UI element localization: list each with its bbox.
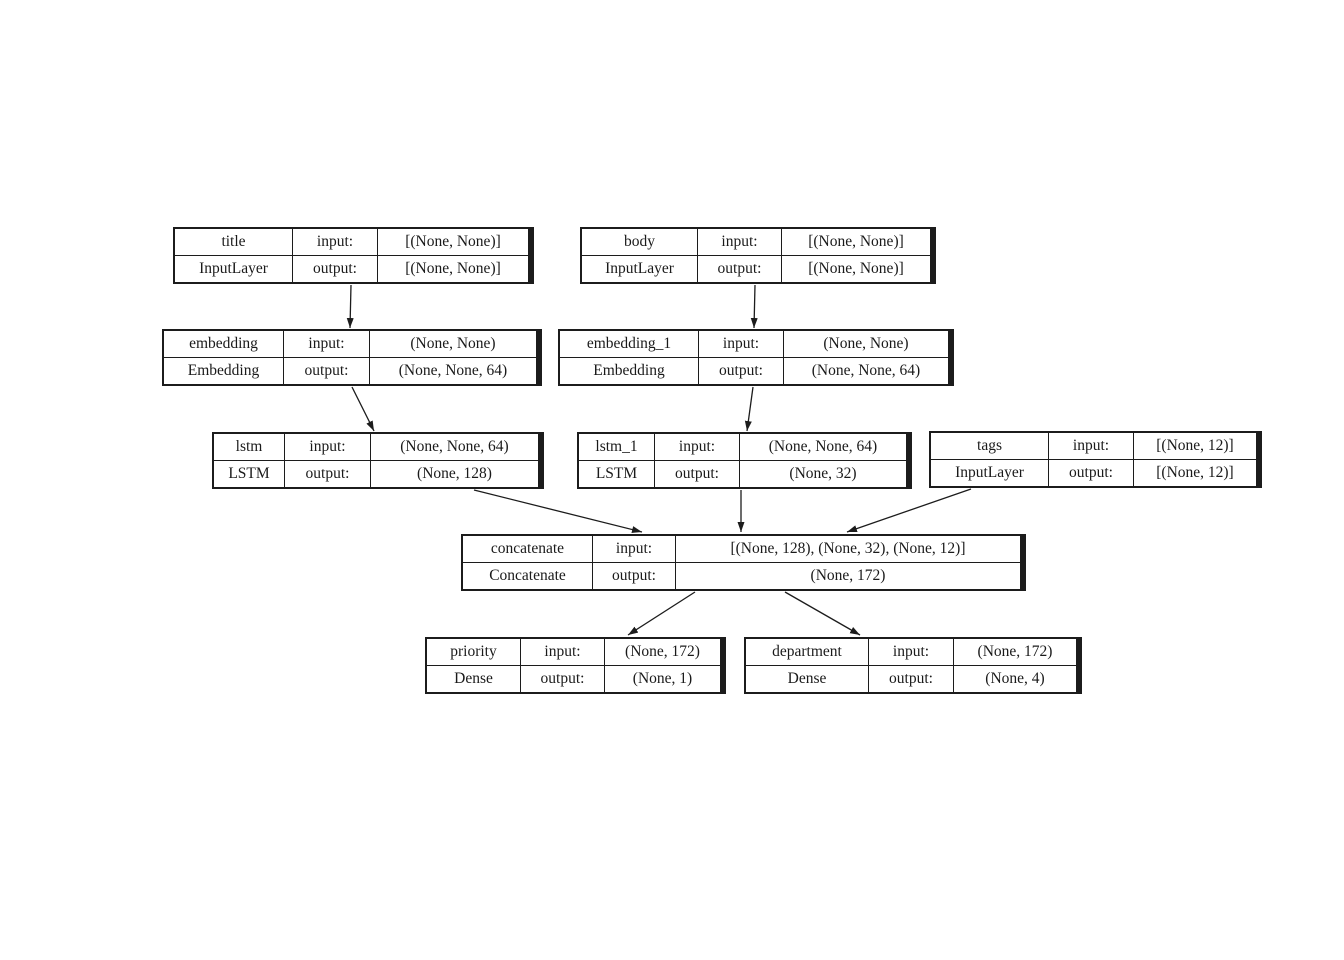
input-shape: (None, 172) [605, 639, 720, 665]
node-department: department input: (None, 172) Dense outp… [744, 637, 1082, 694]
output-label: output: [593, 563, 675, 589]
input-label: input: [1049, 433, 1133, 459]
input-shape: [(None, None)] [782, 229, 930, 255]
output-label: output: [1049, 460, 1133, 486]
output-shape: (None, None, 64) [370, 358, 536, 384]
output-shape: [(None, 12)] [1134, 460, 1256, 486]
layer-name: body [582, 229, 697, 255]
output-label: output: [293, 256, 377, 282]
node-lstm-1: lstm_1 input: (None, None, 64) LSTM outp… [577, 432, 912, 489]
layer-type: Dense [746, 666, 868, 692]
edge-tags-concatenate [846, 488, 972, 533]
output-shape: (None, 172) [676, 563, 1020, 589]
input-label: input: [284, 331, 369, 357]
layer-name: embedding_1 [560, 331, 698, 357]
layer-name: embedding [164, 331, 283, 357]
output-label: output: [284, 358, 369, 384]
layer-name: department [746, 639, 868, 665]
input-shape: [(None, 12)] [1134, 433, 1256, 459]
input-label: input: [521, 639, 604, 665]
layer-name: priority [427, 639, 520, 665]
input-label: input: [869, 639, 953, 665]
output-shape: (None, 128) [371, 461, 538, 487]
output-label: output: [699, 358, 783, 384]
node-embedding: embedding input: (None, None) Embedding … [162, 329, 542, 386]
node-priority: priority input: (None, 172) Dense output… [425, 637, 726, 694]
input-shape: (None, None, 64) [740, 434, 906, 460]
layer-type: InputLayer [582, 256, 697, 282]
layer-type: Dense [427, 666, 520, 692]
node-concatenate: concatenate input: [(None, 128), (None, … [461, 534, 1026, 591]
input-label: input: [699, 331, 783, 357]
layer-name: lstm_1 [579, 434, 654, 460]
edge-lstm-concatenate [473, 489, 643, 533]
node-lstm: lstm input: (None, None, 64) LSTM output… [212, 432, 544, 489]
layer-type: Embedding [164, 358, 283, 384]
layer-name: title [175, 229, 292, 255]
edge-body-embedding_1 [750, 284, 758, 329]
layer-name: concatenate [463, 536, 592, 562]
input-shape: (None, None, 64) [371, 434, 538, 460]
layer-type: LSTM [214, 461, 284, 487]
layer-name: tags [931, 433, 1048, 459]
output-label: output: [655, 461, 739, 487]
output-shape: [(None, None)] [378, 256, 528, 282]
layer-type: Embedding [560, 358, 698, 384]
input-label: input: [593, 536, 675, 562]
layer-type: InputLayer [931, 460, 1048, 486]
input-shape: (None, None) [370, 331, 536, 357]
input-shape: (None, None) [784, 331, 948, 357]
output-label: output: [285, 461, 370, 487]
node-body: body input: [(None, None)] InputLayer ou… [580, 227, 936, 284]
edge-concatenate-priority [627, 591, 696, 636]
node-embedding-1: embedding_1 input: (None, None) Embeddin… [558, 329, 954, 386]
edge-embedding_1-lstm_1 [744, 386, 754, 432]
input-label: input: [655, 434, 739, 460]
input-shape: [(None, None)] [378, 229, 528, 255]
layer-type: Concatenate [463, 563, 592, 589]
layer-type: InputLayer [175, 256, 292, 282]
output-shape: [(None, None)] [782, 256, 930, 282]
edge-concatenate-department [784, 591, 861, 636]
output-label: output: [869, 666, 953, 692]
input-label: input: [285, 434, 370, 460]
node-title: title input: [(None, None)] InputLayer o… [173, 227, 534, 284]
output-shape: (None, 1) [605, 666, 720, 692]
input-shape: (None, 172) [954, 639, 1076, 665]
edge-title-embedding [346, 284, 354, 329]
layer-type: LSTM [579, 461, 654, 487]
edge-embedding-lstm [351, 386, 375, 432]
output-shape: (None, None, 64) [784, 358, 948, 384]
node-tags: tags input: [(None, 12)] InputLayer outp… [929, 431, 1262, 488]
output-label: output: [698, 256, 781, 282]
layer-name: lstm [214, 434, 284, 460]
input-shape: [(None, 128), (None, 32), (None, 12)] [676, 536, 1020, 562]
input-label: input: [698, 229, 781, 255]
output-shape: (None, 32) [740, 461, 906, 487]
input-label: input: [293, 229, 377, 255]
output-shape: (None, 4) [954, 666, 1076, 692]
output-label: output: [521, 666, 604, 692]
